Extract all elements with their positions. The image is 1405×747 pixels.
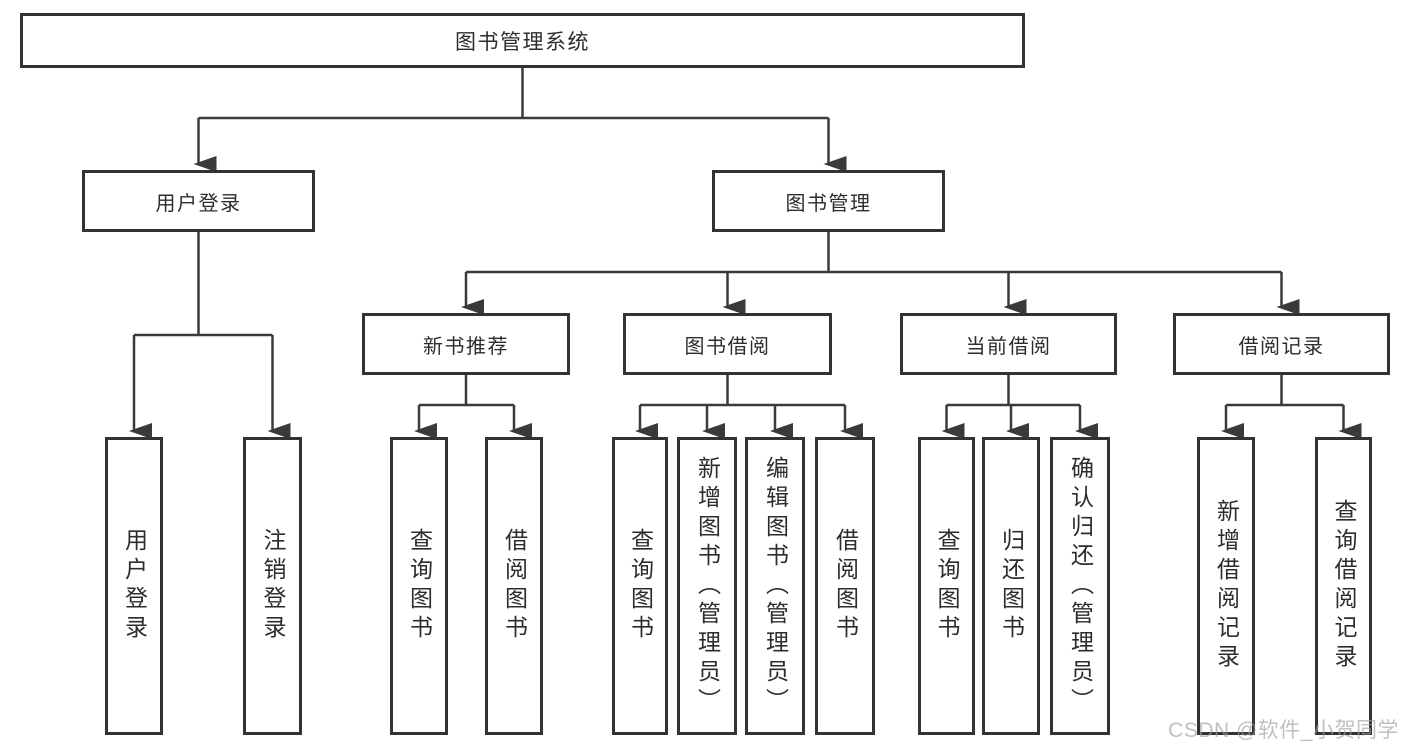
wire-current-borrow-junction xyxy=(946,375,1080,407)
leaf-query-books-current: 查询图书 xyxy=(918,437,975,735)
leaf-query-books-borrow: 查询图书 xyxy=(612,437,668,735)
wire-new-book-junction xyxy=(419,375,514,407)
leaf-add-borrow-record: 新增借阅记录 xyxy=(1197,437,1255,735)
leaf-query-borrow-record: 查询借阅记录 xyxy=(1315,437,1372,735)
leaf-logout-login: 注销登录 xyxy=(243,437,302,735)
node-new-book-recommend: 新书推荐 xyxy=(362,313,570,375)
wire-book-borrow-junction xyxy=(640,375,845,407)
wire-borrow-records-junction xyxy=(1226,375,1344,407)
leaf-edit-book-admin: 编辑图书（管理员） xyxy=(745,437,805,735)
leaf-user-login: 用户登录 xyxy=(105,437,163,735)
node-library-management-system: 图书管理系统 xyxy=(20,13,1025,68)
node-borrowing-records: 借阅记录 xyxy=(1173,313,1390,375)
leaf-return-books: 归还图书 xyxy=(982,437,1040,735)
leaf-borrow-books-recommend: 借阅图书 xyxy=(485,437,543,735)
leaf-add-book-admin: 新增图书（管理员） xyxy=(677,437,737,735)
csdn-watermark: CSDN @软件_小贺同学 xyxy=(1168,719,1399,742)
leaf-confirm-return-admin: 确认归还（管理员） xyxy=(1050,437,1110,735)
wire-book-mgmt-junction xyxy=(466,232,1282,274)
node-book-borrowing: 图书借阅 xyxy=(623,313,832,375)
leaf-borrow-books-borrow: 借阅图书 xyxy=(815,437,875,735)
node-book-management: 图书管理 xyxy=(712,170,945,232)
leaf-query-books-recommend: 查询图书 xyxy=(390,437,448,735)
wire-root-junction xyxy=(198,68,829,120)
node-current-borrowing: 当前借阅 xyxy=(900,313,1117,375)
node-user-login: 用户登录 xyxy=(82,170,315,232)
wire-user-login-junction xyxy=(134,232,273,337)
